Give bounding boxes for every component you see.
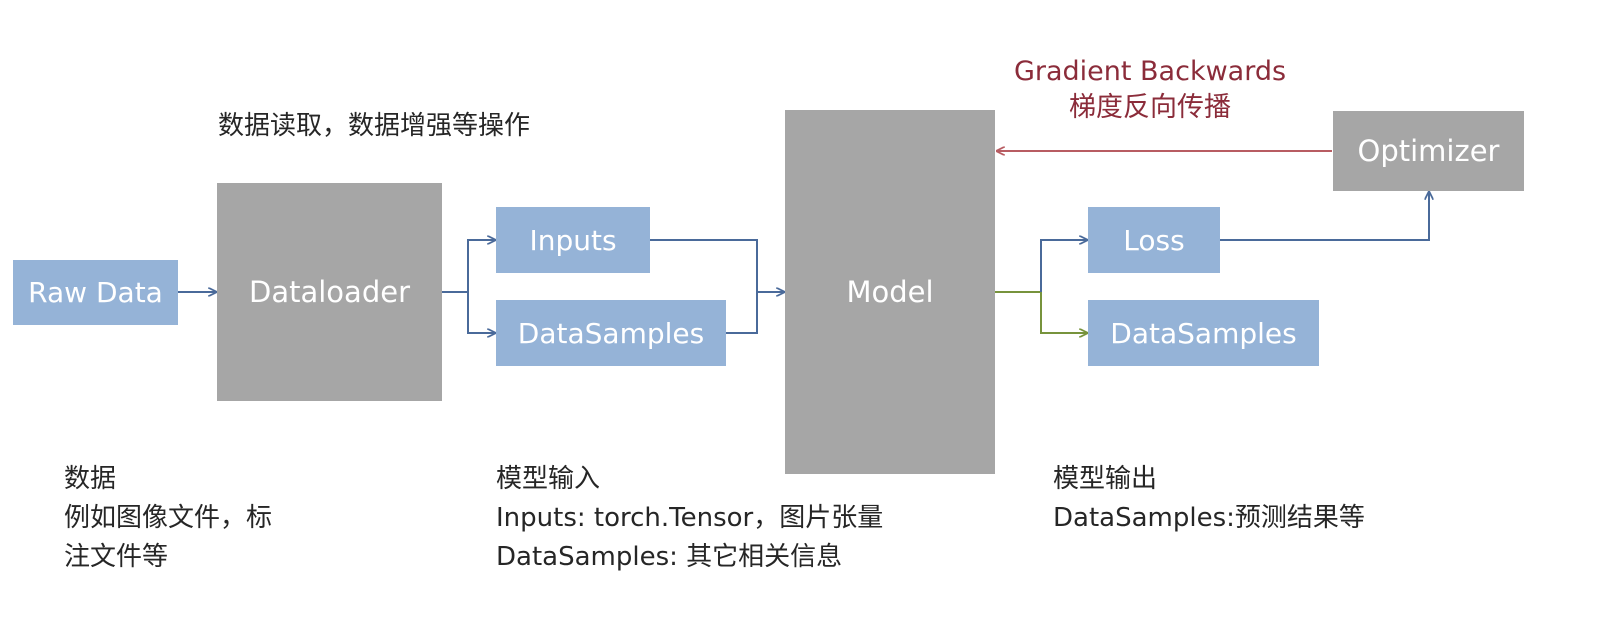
optimizer-label: Optimizer — [1357, 134, 1500, 168]
raw-data-box: Raw Data — [13, 260, 178, 325]
optimizer-box: Optimizer — [1333, 111, 1524, 191]
model-input-caption-line: DataSamples: 其它相关信息 — [496, 542, 843, 572]
inputs-label: Inputs — [529, 223, 617, 257]
model-output-caption-line: DataSamples:预测结果等 — [1053, 503, 1365, 533]
arrow-model-to-loss — [1040, 240, 1087, 292]
inputs-box: Inputs — [496, 207, 650, 273]
model-input-caption-line: Inputs: torch.Tensor，图片张量 — [496, 503, 884, 533]
arrow-dataloader-to-inputs — [467, 240, 495, 292]
gradient-label-en: Gradient Backwards — [1013, 56, 1287, 87]
gradient-backwards-label: Gradient Backwards 梯度反向传播 — [990, 54, 1310, 126]
arrow-model-to-datasamples-out — [1040, 292, 1087, 333]
model-label: Model — [846, 275, 934, 309]
dataloader-ops-caption: 数据读取，数据增强等操作 — [218, 111, 531, 141]
data-caption: 数据 例如图像文件，标 注文件等 — [64, 460, 272, 577]
loss-label: Loss — [1123, 223, 1185, 257]
data-caption-line: 例如图像文件，标 — [64, 503, 273, 533]
datasamples-output-box: DataSamples — [1088, 300, 1319, 366]
datasamples-input-label: DataSamples — [517, 316, 705, 350]
gradient-label-zh: 梯度反向传播 — [1069, 92, 1231, 123]
model-input-caption: 模型输入 Inputs: torch.Tensor，图片张量 DataSampl… — [496, 460, 883, 577]
model-input-caption-line: 模型输入 — [496, 464, 601, 494]
model-output-caption-line: 模型输出 — [1053, 464, 1158, 494]
datasamples-input-box: DataSamples — [496, 300, 726, 366]
arrow-loss-to-optimizer — [1220, 192, 1429, 241]
model-box: Model — [785, 110, 995, 474]
dataloader-box: Dataloader — [217, 183, 442, 401]
data-caption-line: 数据 — [64, 464, 117, 494]
connector-datasamples-to-merge — [726, 292, 758, 334]
model-output-caption: 模型输出 DataSamples:预测结果等 — [1053, 460, 1365, 538]
arrow-dataloader-to-datasamples — [467, 292, 495, 333]
connector-inputs-to-merge — [650, 239, 758, 292]
data-caption-line: 注文件等 — [64, 542, 169, 572]
dataloader-label: Dataloader — [249, 275, 410, 309]
datasamples-output-label: DataSamples — [1110, 316, 1297, 350]
raw-data-label: Raw Data — [28, 276, 163, 309]
loss-box: Loss — [1088, 207, 1220, 273]
